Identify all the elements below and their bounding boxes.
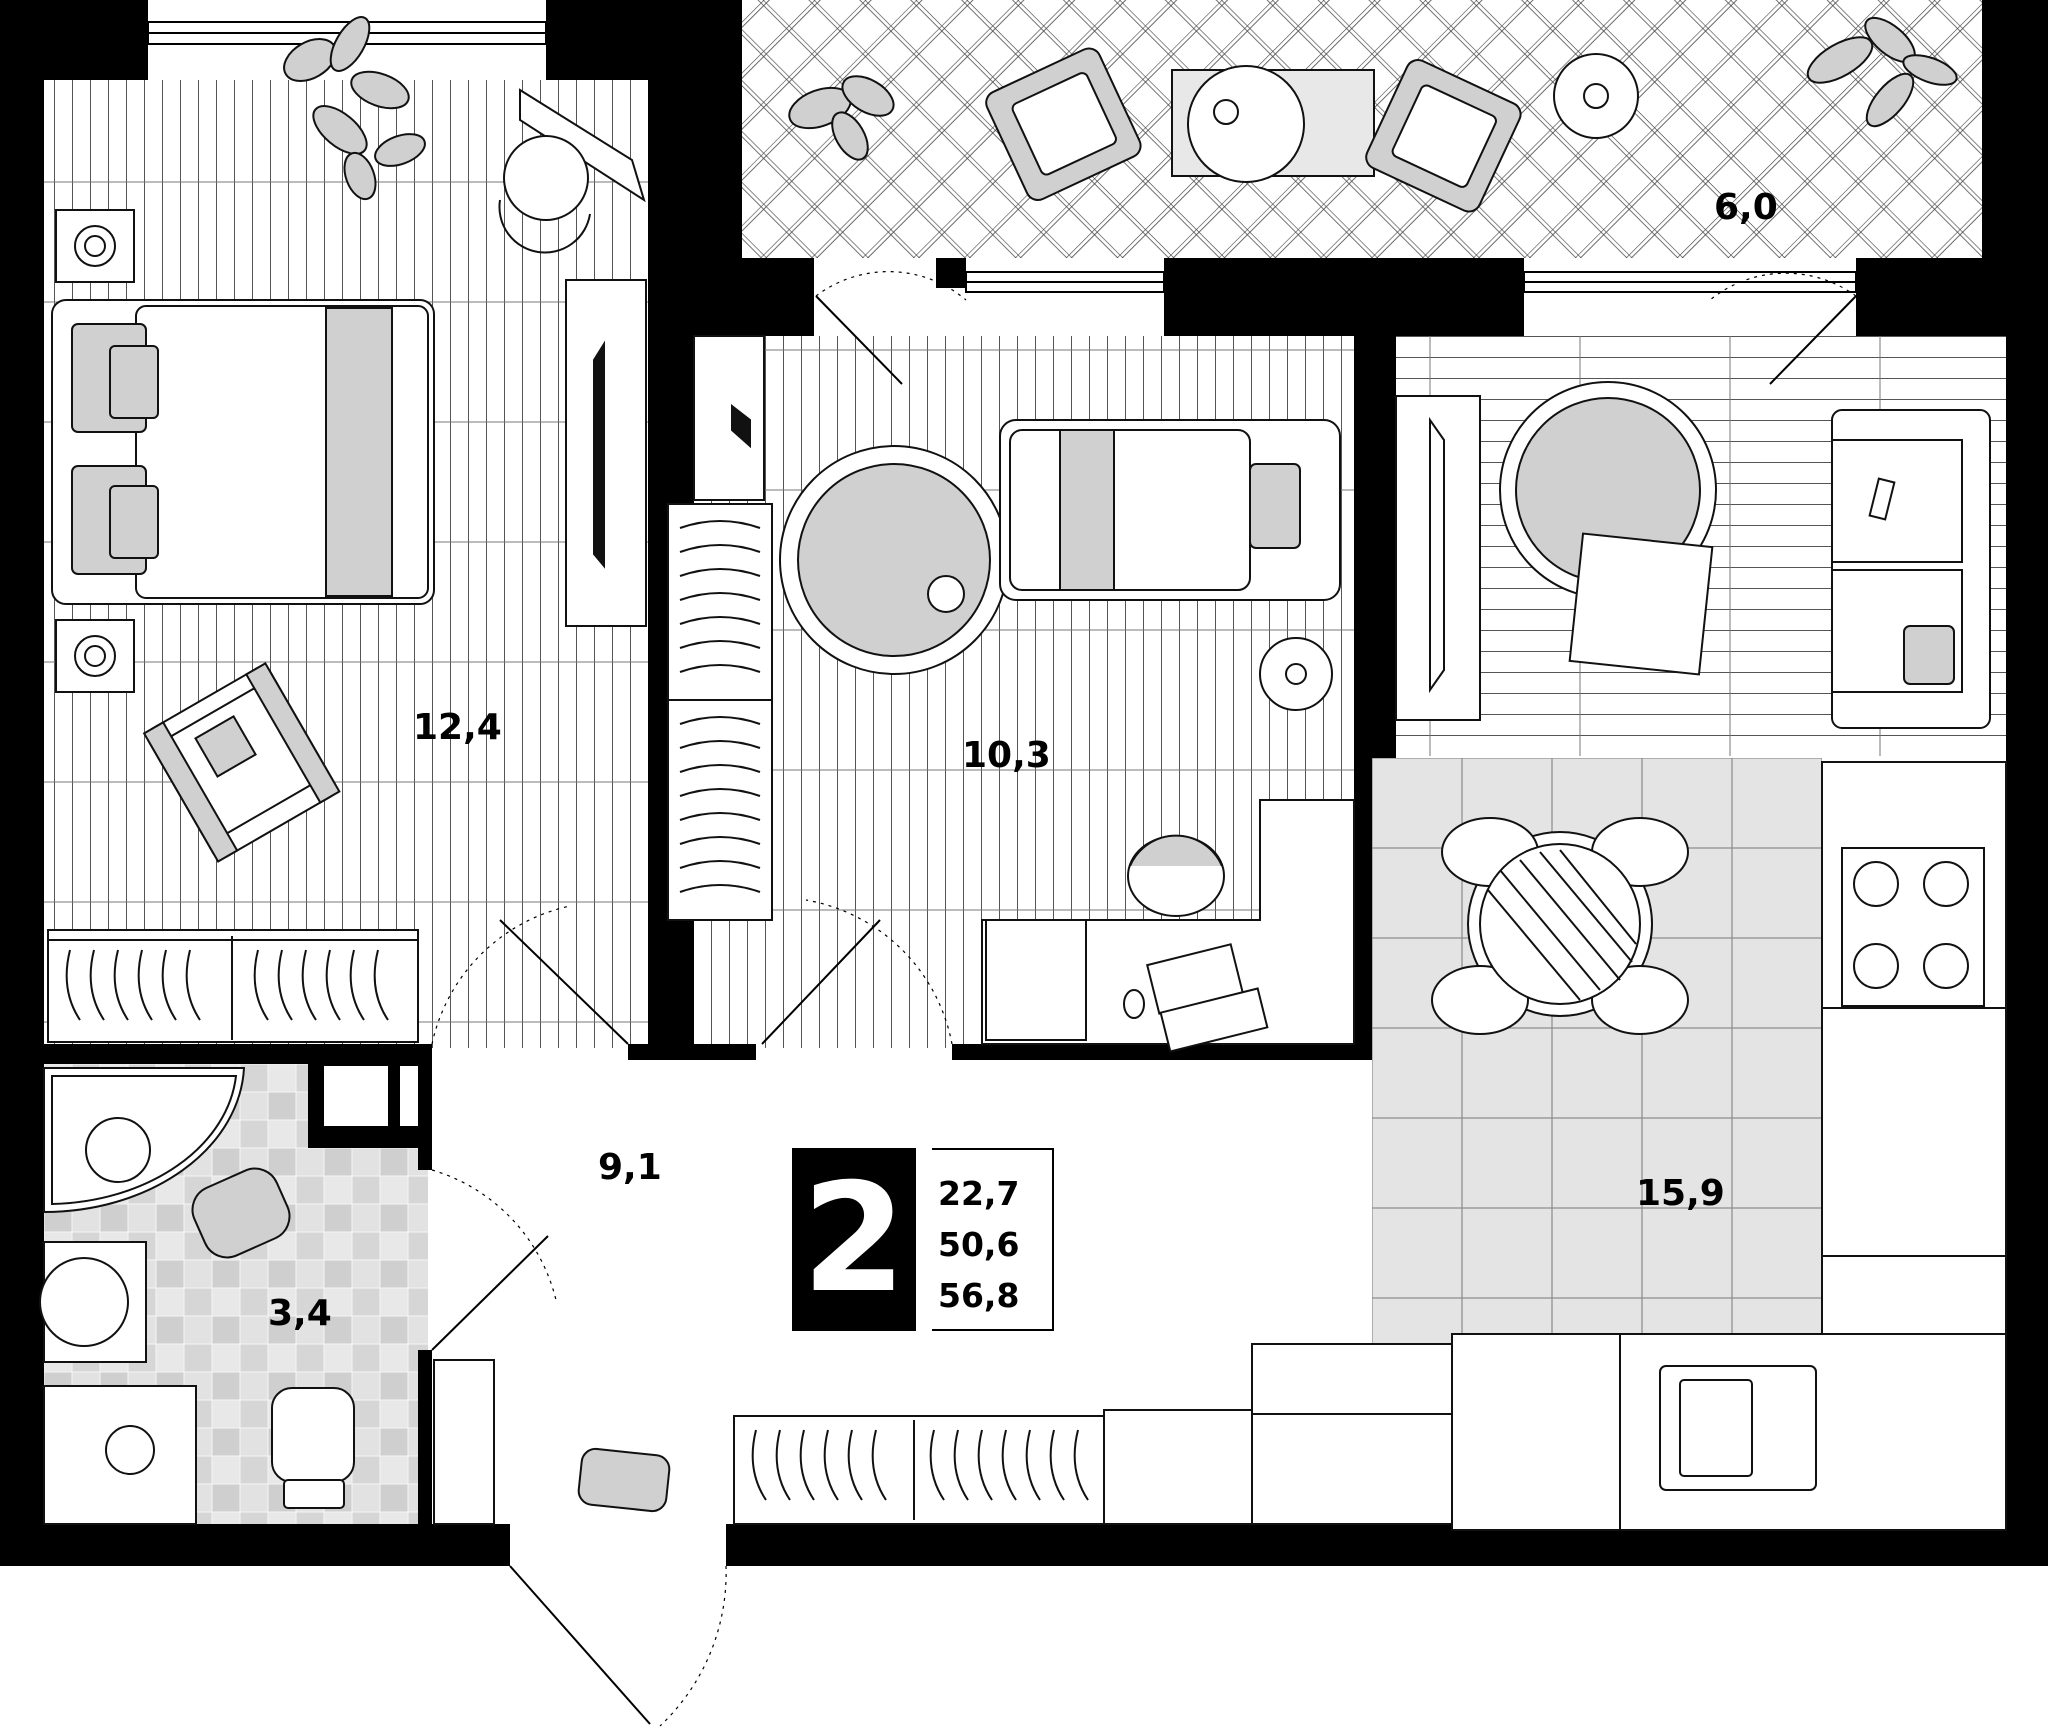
furniture-bathroom [39,1067,355,1525]
area-label-hallway: 9,1 [598,1147,662,1188]
furniture-kids [667,335,1355,1053]
furniture-bedroom [47,88,647,1043]
total-area-value: 56,8 [938,1276,1020,1315]
plant-icon [283,16,426,201]
area-label-bedroom-large: 12,4 [413,707,502,748]
area-label-bathroom: 3,4 [268,1293,332,1334]
wardrobe-hangers-kids [679,520,761,893]
furniture-hallway [433,1359,1253,1525]
plant-icon [788,16,1958,161]
wardrobe-hangers-bedroom [65,949,389,1021]
room-count-badge: 2 [792,1148,916,1331]
doors [431,271,1857,1727]
wardrobe-hangers-hall [751,1429,1089,1501]
walls [0,0,2048,1566]
area-without-balcony-value: 50,6 [938,1225,1020,1264]
area-label-bedroom-kids: 10,3 [962,735,1051,776]
furniture-living [1395,381,1991,729]
furniture-kitchen [1251,761,2007,1531]
living-area-value: 22,7 [938,1174,1020,1213]
furniture-balcony [985,47,1639,213]
area-label-kitchen-living: 15,9 [1636,1173,1725,1214]
area-summary: 22,7 50,6 56,8 [932,1148,1054,1331]
area-label-balcony: 6,0 [1714,187,1778,228]
